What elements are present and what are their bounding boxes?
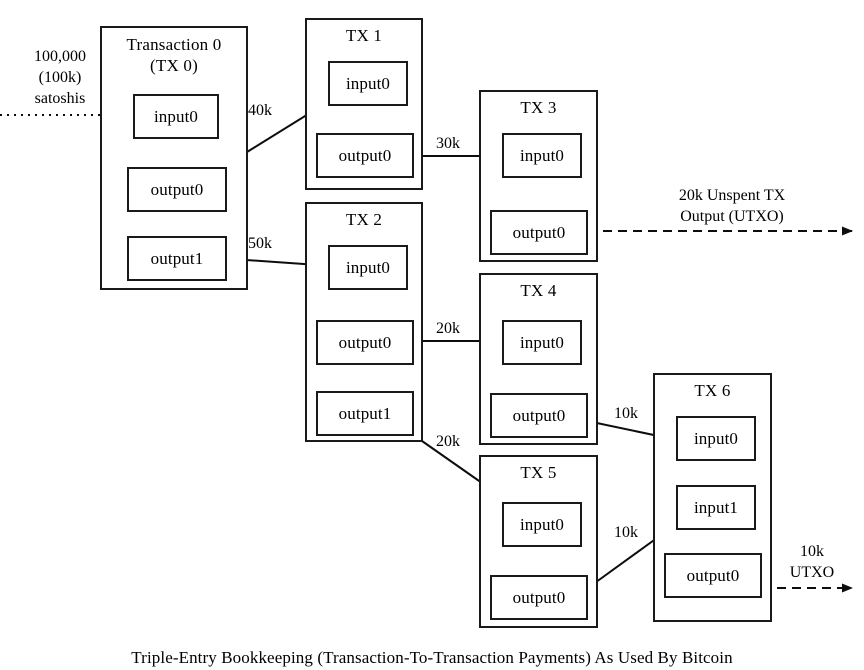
source-amount-line3: satoshis <box>34 90 86 107</box>
tx0-input0[interactable]: input0 <box>133 94 219 139</box>
utxo-note-tx3-line1: 20k Unspent TX <box>678 187 786 204</box>
edge-label-40k: 40k <box>248 102 272 119</box>
transaction-title-tx5: TX 5 <box>520 463 557 482</box>
transaction-title-tx6: TX 6 <box>694 381 731 400</box>
utxo-note-tx3: 20k Unspent TX Output (UTXO) <box>638 185 826 227</box>
figure-caption: Triple-Entry Bookkeeping (Transaction-To… <box>131 648 733 667</box>
transaction-title-tx0: Transaction 0 <box>126 35 222 54</box>
tx1-output0[interactable]: output0 <box>316 133 414 178</box>
edge-label-20k-tx5: 20k <box>436 433 460 450</box>
utxo-note-tx6-line2: UTXO <box>789 564 835 581</box>
transaction-box-tx3[interactable]: TX 3 input0 output0 <box>479 90 598 262</box>
utxo-note-tx6-line1: 10k <box>800 543 824 560</box>
transaction-title-tx2: TX 2 <box>345 210 383 229</box>
edge-label-30k: 30k <box>436 135 460 152</box>
tx2-input0[interactable]: input0 <box>328 245 408 290</box>
transaction-box-tx4[interactable]: TX 4 input0 output0 <box>479 273 598 445</box>
tx2-output1[interactable]: output1 <box>316 391 414 436</box>
tx5-input0[interactable]: input0 <box>502 502 582 547</box>
edge-label-10k-tx6-input1: 10k <box>614 524 638 541</box>
transaction-title-tx3: TX 3 <box>520 98 557 117</box>
tx6-output0[interactable]: output0 <box>664 553 762 598</box>
tx6-input0[interactable]: input0 <box>676 416 756 461</box>
utxo-note-tx3-line2: Output (UTXO) <box>680 208 784 225</box>
source-amount-line2: (100k) <box>38 69 82 86</box>
source-amount-line1: 100,000 <box>34 48 86 65</box>
transaction-box-tx5[interactable]: TX 5 input0 output0 <box>479 455 598 628</box>
transaction-box-tx0[interactable]: Transaction 0 (TX 0) input0 output0 outp… <box>100 26 248 290</box>
edge-label-50k: 50k <box>248 235 272 252</box>
tx0-output1[interactable]: output1 <box>127 236 227 281</box>
edge-label-10k-tx6-input0: 10k <box>614 405 638 422</box>
tx4-output0[interactable]: output0 <box>490 393 588 438</box>
tx3-output0[interactable]: output0 <box>490 210 588 255</box>
tx4-input0[interactable]: input0 <box>502 320 582 365</box>
tx3-input0[interactable]: input0 <box>502 133 582 178</box>
tx6-input1[interactable]: input1 <box>676 485 756 530</box>
tx2-output0[interactable]: output0 <box>316 320 414 365</box>
tx0-output0[interactable]: output0 <box>127 167 227 212</box>
transaction-box-tx2[interactable]: TX 2 input0 output0 output1 <box>305 202 423 442</box>
transaction-title-tx1: TX 1 <box>345 26 383 45</box>
transaction-box-tx6[interactable]: TX 6 input0 input1 output0 <box>653 373 772 622</box>
source-amount-note: 100,000 (100k) satoshis <box>12 46 108 109</box>
tx5-output0[interactable]: output0 <box>490 575 588 620</box>
utxo-note-tx6: 10k UTXO <box>776 541 848 583</box>
edge-label-20k-tx4: 20k <box>436 320 460 337</box>
transaction-box-tx1[interactable]: TX 1 input0 output0 <box>305 18 423 190</box>
tx1-input0[interactable]: input0 <box>328 61 408 106</box>
transaction-subtitle-tx0: (TX 0) <box>150 56 198 75</box>
transaction-title-tx4: TX 4 <box>520 281 557 300</box>
